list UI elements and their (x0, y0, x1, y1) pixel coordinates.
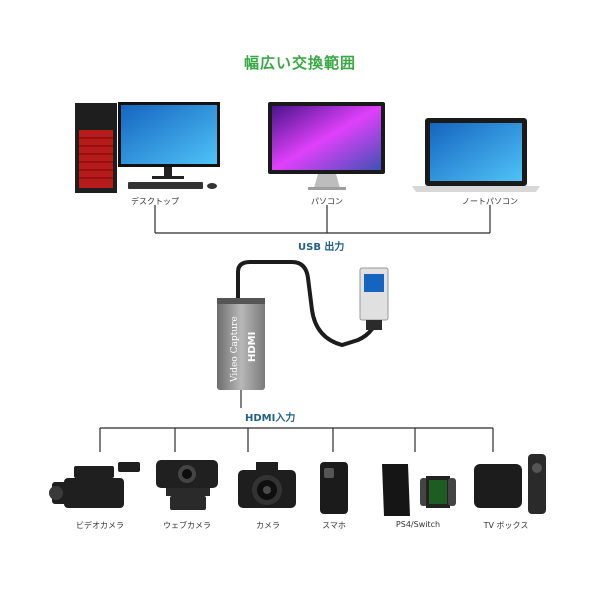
source-label-console: PS4/Switch (395, 520, 441, 529)
dslr-camera-icon (238, 462, 296, 508)
source-label-camera: カメラ (256, 521, 280, 530)
computer-label-desktop: デスクトップ (131, 197, 179, 206)
computer-label-laptop: ノートパソコン (462, 197, 518, 206)
camcorder-icon (49, 462, 140, 508)
input-connector-lines (99, 427, 494, 452)
source-label-smartphone: スマホ (322, 521, 346, 530)
laptop-icon (412, 118, 540, 192)
output-connector-lines (154, 205, 491, 234)
computer-label-pc: パソコン (311, 197, 343, 206)
webcam-icon (156, 460, 218, 510)
smartphone-icon (320, 462, 348, 514)
imac-icon (268, 102, 385, 190)
source-label-camcorder: ビデオカメラ (76, 521, 124, 530)
tv-box-icon (474, 454, 546, 514)
capture-card-icon (217, 260, 389, 408)
hdmi-input-label: HDMI入力 (241, 409, 300, 424)
desktop-pc-icon (75, 102, 220, 193)
capture-device-name: Video Capture (230, 316, 240, 383)
game-console-icon (382, 464, 456, 516)
usb-output-label: USB 出力 (294, 238, 349, 253)
hdmi-logo: HDMI (247, 332, 258, 362)
page-title: 幅広い交換範囲 (243, 54, 356, 72)
source-label-tv-box: TV ボックス (483, 521, 529, 530)
source-label-webcam: ウェブカメラ (163, 521, 211, 530)
